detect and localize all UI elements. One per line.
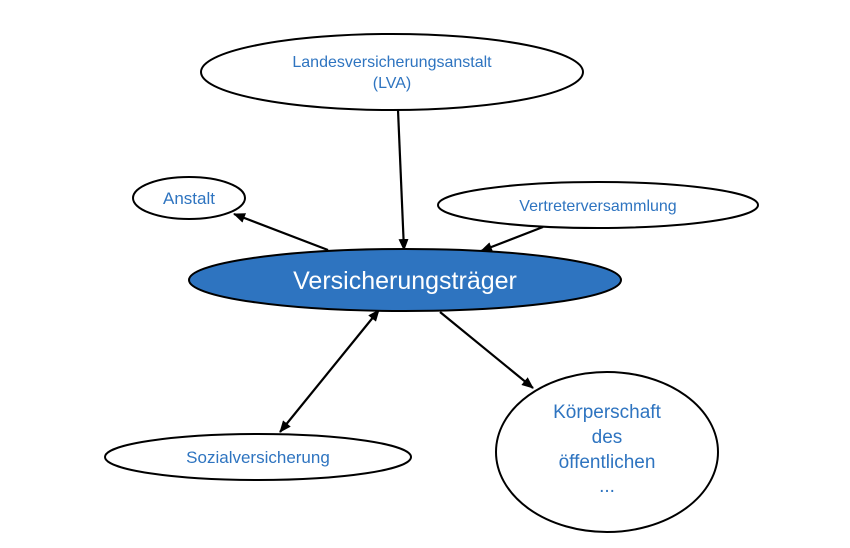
node-koerperschaft-label-line4: ... [599, 476, 615, 497]
node-koerperschaft: Körperschaft des öffentlichen ... [495, 371, 719, 533]
edge-lva-to-center [396, 109, 409, 251]
edge-center-to-anstalt [233, 212, 329, 252]
edge-center-sozialversicherung-bidirectional [279, 309, 380, 433]
node-versicherungstraeger: Versicherungsträger [188, 248, 622, 312]
node-koerperschaft-label-line3: öffentlichen [559, 452, 656, 473]
node-koerperschaft-label-line2: des [592, 427, 623, 448]
node-lva-label-line2: (LVA) [373, 75, 412, 92]
node-versicherungstraeger-label: Versicherungsträger [293, 267, 517, 295]
node-anstalt-label: Anstalt [163, 189, 215, 208]
node-sozialversicherung-label: Sozialversicherung [186, 448, 330, 467]
node-lva: Landesversicherungsanstalt (LVA) [200, 33, 584, 111]
edge-center-to-koerperschaft [439, 311, 534, 389]
node-vertreterversammlung: Vertreterversammlung [437, 181, 759, 229]
edge-vertreterversammlung-to-center [480, 225, 544, 253]
node-anstalt: Anstalt [132, 176, 246, 220]
node-lva-label-line1: Landesversicherungsanstalt [292, 54, 492, 71]
node-sozialversicherung: Sozialversicherung [104, 433, 412, 481]
node-vertreterversammlung-label: Vertreterversammlung [519, 198, 676, 215]
node-koerperschaft-label-line1: Körperschaft [553, 402, 661, 423]
